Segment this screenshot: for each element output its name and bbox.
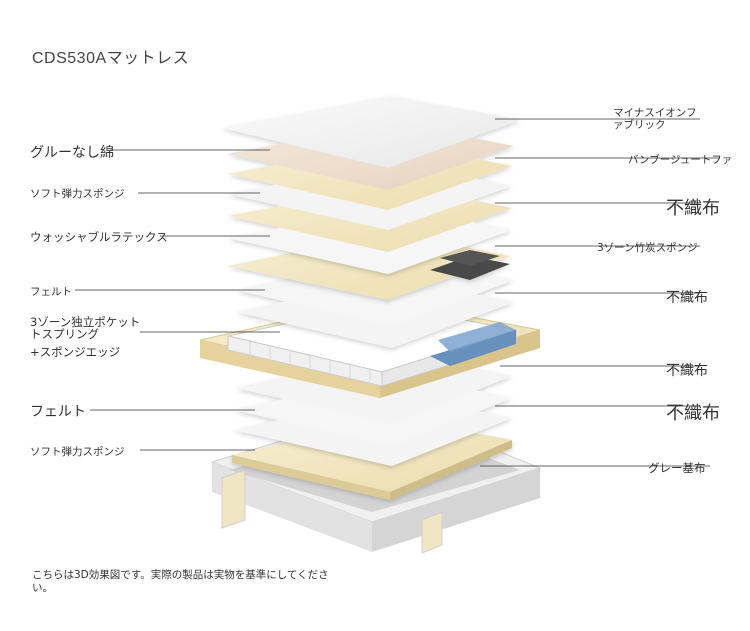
label-nonwoven-4: 不織布 <box>666 403 720 424</box>
label-gray-base-fabric: グレー基布 <box>648 461 706 475</box>
label-sponge-edge: +スポンジエッジ <box>30 345 121 359</box>
label-glueless-cotton: グルーなし綿 <box>30 145 114 161</box>
label-3zone-bamboo-charcoal: 3ゾーン竹炭スポンジ <box>597 242 698 254</box>
label-bamboo-jute-fabric: バンブージュートファ <box>628 154 733 166</box>
label-nonwoven-2: 不織布 <box>666 290 708 306</box>
label-nonwoven-1: 不織布 <box>666 198 720 219</box>
label-soft-sponge-bottom: ソフト弾力スポンジ <box>30 446 125 458</box>
label-pocket-spring-line1: 3ゾーン独立ポケット <box>30 315 141 329</box>
label-felt-upper: フェルト <box>30 286 72 298</box>
disclaimer-note: こちらは3D効果図です。実際の製品は実物を基準にしてください。 <box>32 569 329 594</box>
label-pocket-spring-line2: トスプリング <box>30 327 99 341</box>
label-felt-lower: フェルト <box>30 404 86 420</box>
label-soft-sponge-top: ソフト弾力スポンジ <box>30 188 125 200</box>
label-negative-ion-fabric-line2: ァブリック <box>613 119 666 131</box>
label-negative-ion-fabric-line1: マイナスイオンフ <box>613 107 697 119</box>
label-nonwoven-3: 不織布 <box>666 363 708 379</box>
label-washable-latex: ウォッシャブルラテックス <box>30 230 168 244</box>
page-title: CDS530Aマットレス <box>32 50 190 67</box>
